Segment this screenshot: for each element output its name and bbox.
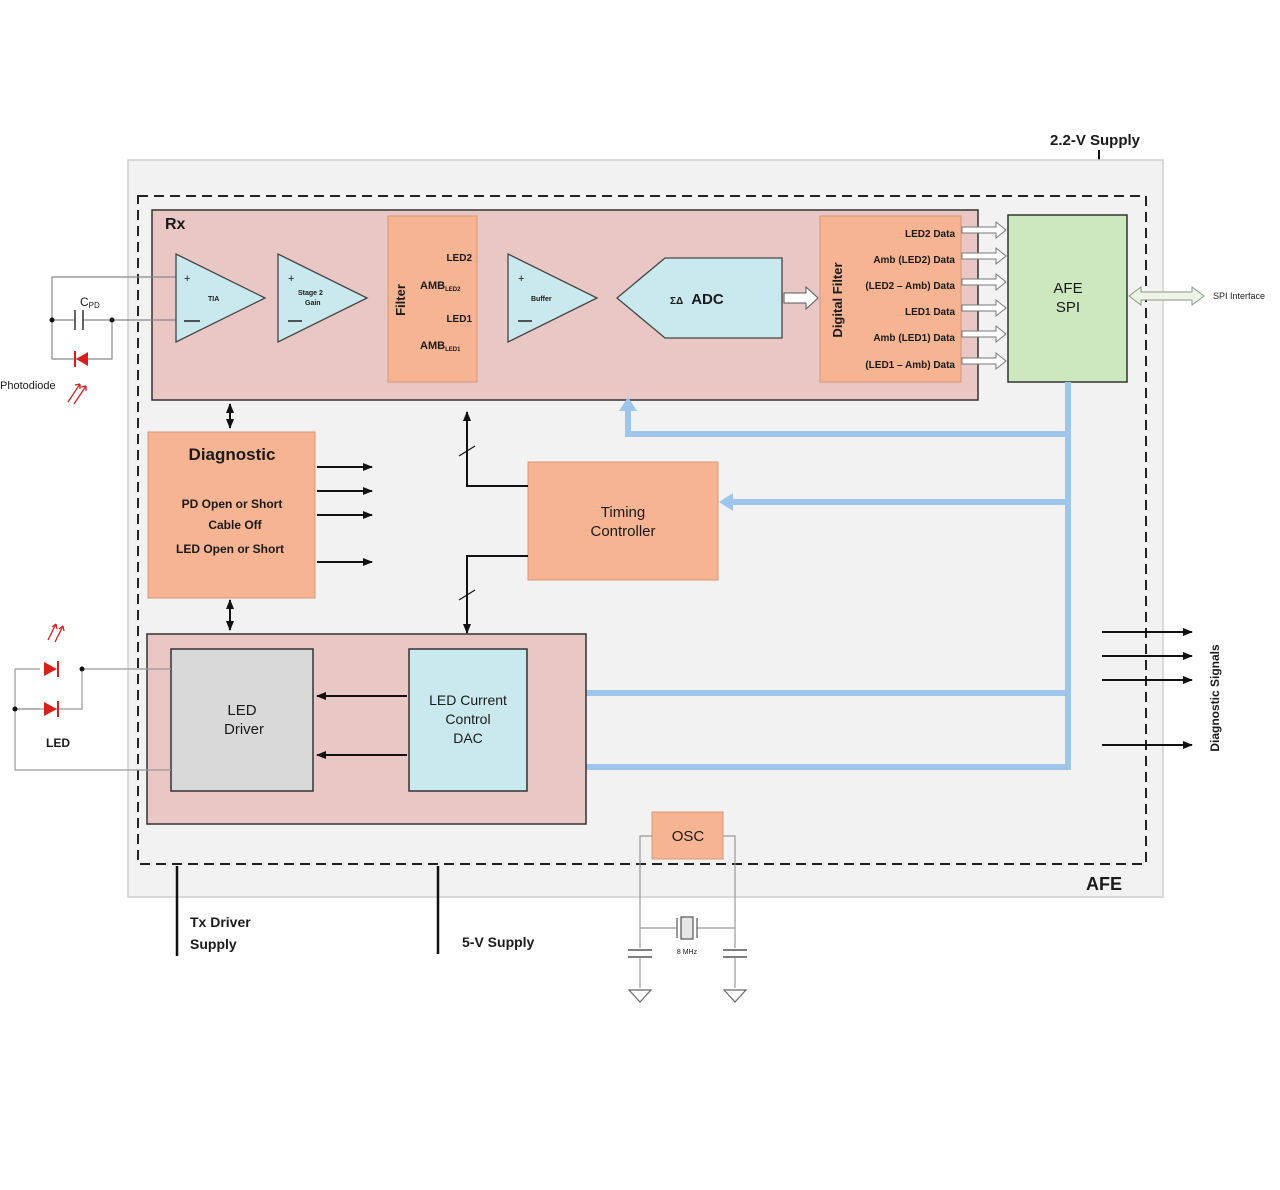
afe-spi-label-1: AFE — [1053, 280, 1082, 297]
df-output-amb-led1: Amb (LED1) Data — [873, 333, 955, 344]
diag-item-cable: Cable Off — [208, 518, 262, 532]
data-bus-arrows — [961, 220, 1007, 371]
led1-diode-icon — [44, 662, 57, 676]
control-bus — [534, 382, 1071, 770]
emitted-light-icon — [47, 623, 65, 643]
led-circuit — [14, 668, 171, 771]
digital-filter-block — [819, 215, 962, 383]
dac-to-driver-arrows — [316, 692, 407, 759]
filter-label: Filter — [393, 284, 408, 316]
buffer-amplifier — [507, 252, 599, 344]
adc-to-filter-arrow — [783, 285, 819, 311]
diagnostic-signals-label: Diagnostic Signals — [1208, 644, 1222, 752]
filter-led2-label: LED2 — [446, 253, 472, 264]
led-driver-label-1: LED — [227, 702, 256, 719]
tx-supply-label-2: Supply — [190, 936, 237, 952]
filter-led1-label: LED1 — [446, 314, 472, 325]
df-output-led1: LED1 Data — [905, 307, 955, 318]
svg-text:+: + — [518, 273, 524, 285]
supply-2v2-label: 2.2-V Supply — [1050, 132, 1141, 149]
diagnostic-output-arrows — [317, 463, 373, 566]
diagnostic-title: Diagnostic — [189, 445, 276, 464]
crystal-circuit — [639, 835, 736, 988]
incoming-light-icon — [67, 383, 87, 405]
diag-item-led: LED Open or Short — [176, 542, 284, 556]
ground-icon — [627, 989, 748, 1003]
dac-label-1: LED Current — [429, 692, 507, 708]
svg-text:+: + — [288, 273, 294, 285]
afe-label: AFE — [1086, 874, 1122, 894]
photodiode-label: Photodiode — [0, 380, 56, 392]
crystal-label: 8 MHz — [677, 949, 698, 956]
df-output-led2: LED2 Data — [905, 229, 955, 240]
tia-label: TIA — [208, 296, 219, 303]
timing-signals — [458, 411, 528, 634]
filter-amb-led2-label: AMBLED2 — [420, 280, 461, 293]
diagnostic-block — [147, 431, 316, 599]
df-output-led2-minus-amb: (LED2 – Amb) Data — [865, 281, 955, 292]
led-driver-block — [170, 648, 314, 792]
osc-block — [651, 811, 724, 860]
stage2-label-2: Gain — [305, 300, 321, 307]
rx-label: Rx — [165, 216, 186, 233]
stage2-label-1: Stage 2 — [298, 290, 323, 297]
spi-interface-label: SPI Interface — [1213, 291, 1265, 301]
osc-label: OSC — [672, 828, 705, 845]
tia-amplifier — [175, 252, 267, 344]
buffer-label: Buffer — [531, 296, 552, 303]
df-output-led1-minus-amb: (LED1 – Amb) Data — [865, 360, 955, 371]
digital-filter-label: Digital Filter — [830, 262, 845, 337]
led2-diode-icon — [44, 702, 57, 716]
df-output-amb-led2: Amb (LED2) Data — [873, 255, 955, 266]
dac-label-2: Control — [445, 711, 490, 727]
diagnostic-signal-arrows — [1102, 628, 1193, 749]
adc-block — [615, 257, 783, 339]
spi-interface-arrow — [1128, 286, 1205, 306]
cpd-label: CPD — [80, 295, 100, 310]
tx-supply-label-1: Tx Driver — [190, 914, 251, 930]
led-current-dac-block — [408, 648, 528, 792]
photodiode-icon — [76, 352, 88, 366]
crystal-icon — [676, 916, 698, 940]
diag-item-pd: PD Open or Short — [182, 497, 283, 511]
timing-controller-label-1: Timing — [601, 504, 645, 521]
supply-5v-label: 5-V Supply — [462, 934, 535, 950]
dac-label-3: DAC — [453, 730, 483, 746]
timing-controller-label-2: Controller — [590, 523, 655, 540]
stage2-gain-amplifier — [277, 252, 369, 344]
filter-block — [387, 215, 478, 383]
timing-controller-block — [527, 461, 719, 581]
load-capacitors — [628, 949, 747, 958]
afe-dashed-boundary — [137, 195, 1147, 865]
afe-spi-block — [1007, 214, 1128, 383]
led-label: LED — [46, 736, 70, 750]
svg-text:+: + — [184, 273, 190, 285]
afe-spi-label-2: SPI — [1056, 299, 1080, 316]
filter-amb-led1-label: AMBLED1 — [420, 340, 461, 353]
led-driver-label-2: Driver — [224, 721, 264, 738]
